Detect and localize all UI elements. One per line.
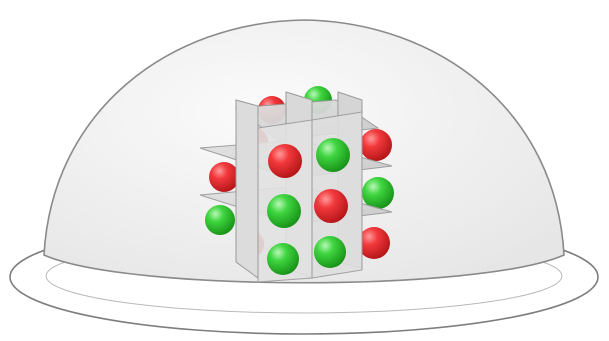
sphere-red xyxy=(209,162,239,192)
sphere-green xyxy=(267,194,301,228)
sphere-green xyxy=(362,177,394,209)
sphere-green xyxy=(267,243,299,275)
sphere-green xyxy=(314,236,346,268)
sphere-red xyxy=(360,129,392,161)
sphere-red xyxy=(314,189,348,223)
sphere-red xyxy=(358,227,390,259)
sphere-green xyxy=(205,205,235,235)
sphere-green xyxy=(316,138,350,172)
plate-vertical-left xyxy=(236,100,258,278)
sphere-red xyxy=(268,144,302,178)
